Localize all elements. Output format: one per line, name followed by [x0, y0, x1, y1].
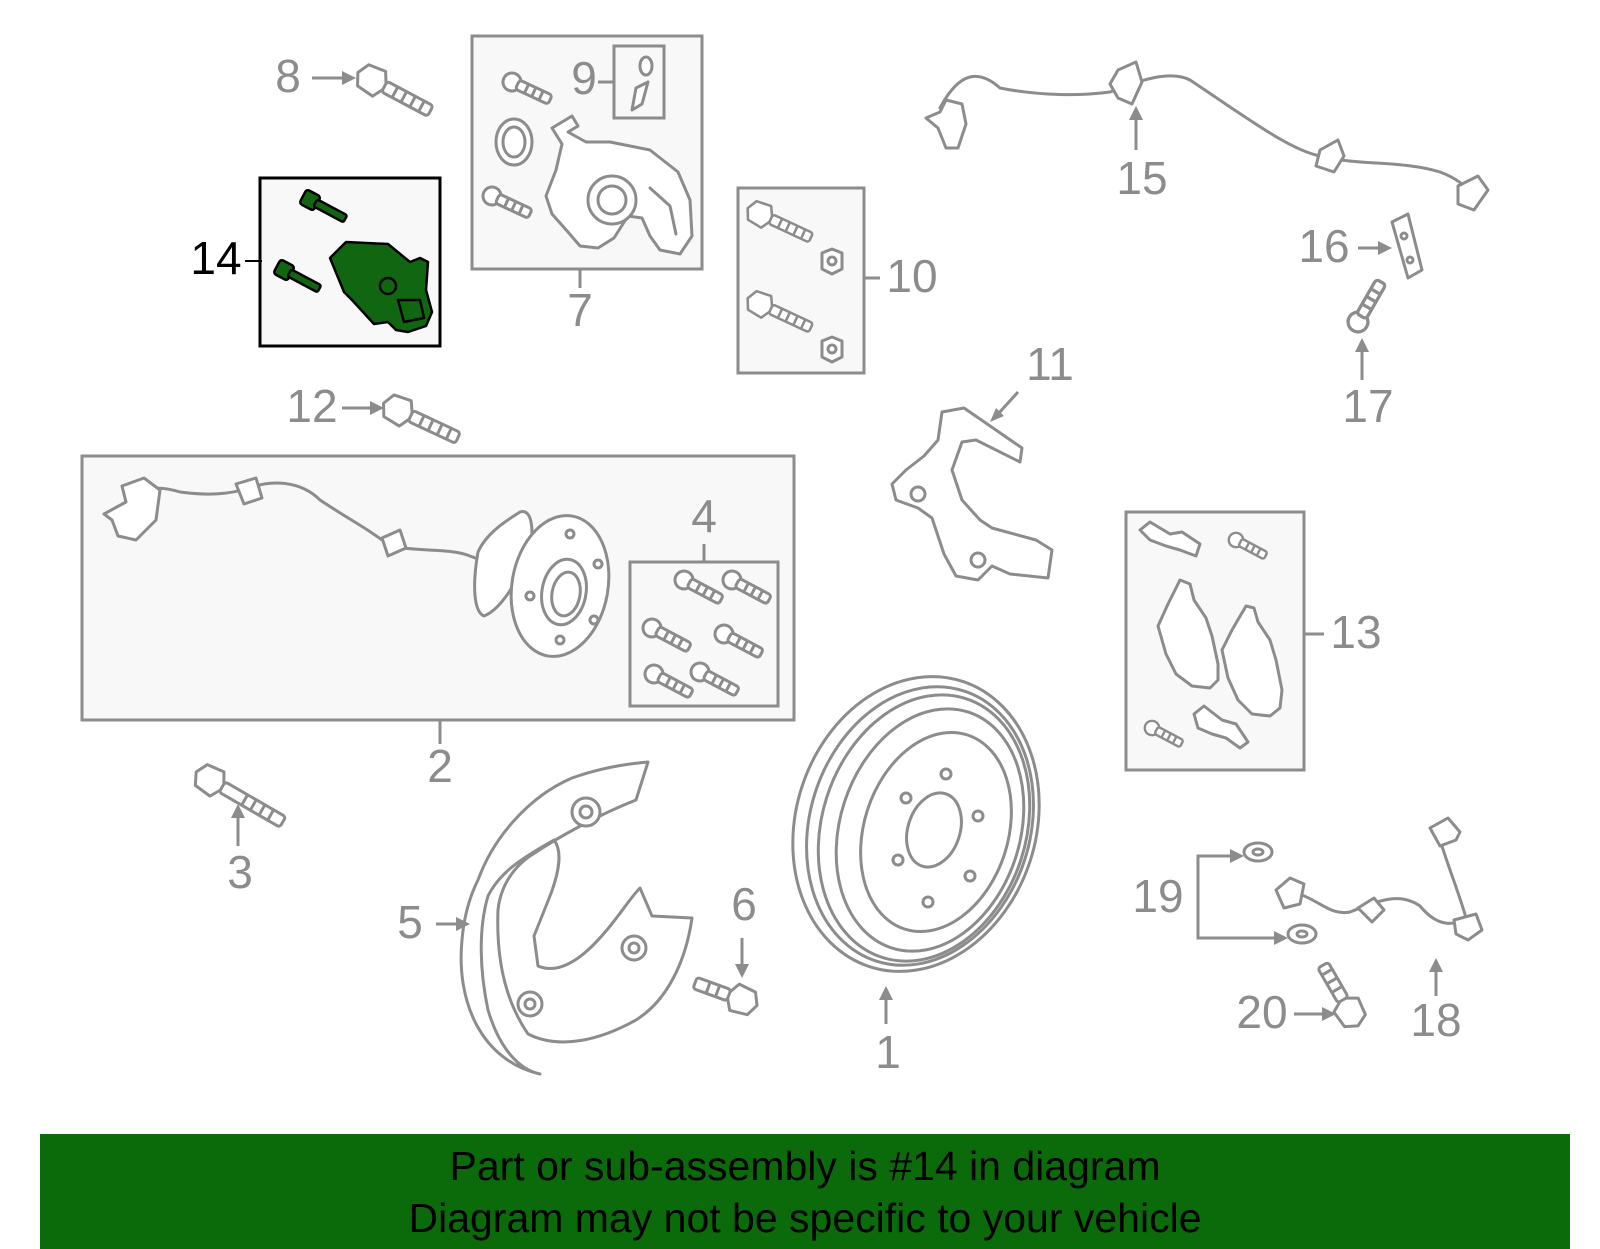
part-19-grommets [1196, 841, 1318, 945]
part-11-caliper-bracket [890, 390, 1054, 582]
banner-line-2: Diagram may not be specific to your vehi… [408, 1195, 1202, 1241]
callout-13: 13 [1330, 606, 1381, 658]
part-5-dust-shield [436, 760, 694, 1076]
callout-15: 15 [1116, 152, 1167, 204]
callout-4: 4 [691, 490, 717, 542]
callout-14: 14 [190, 232, 241, 284]
callout-20: 20 [1236, 986, 1287, 1038]
callout-7: 7 [567, 284, 593, 336]
part-17-bolt [1342, 275, 1392, 380]
callout-6: 6 [731, 878, 757, 930]
part-13-brake-pads [1138, 520, 1284, 752]
callout-9: 9 [571, 52, 597, 104]
callout-19: 19 [1132, 870, 1183, 922]
part-3-bolt [193, 763, 287, 846]
part-12-bolt [342, 389, 466, 453]
part-2-hub-assembly [102, 476, 611, 658]
part-7-caliper [478, 68, 694, 256]
callout-12: 12 [286, 380, 337, 432]
callout-5: 5 [397, 896, 423, 948]
part-6-bolt [692, 938, 759, 1017]
callout-18: 18 [1410, 994, 1461, 1046]
part-14-caliper-assembly [272, 188, 434, 334]
callout-16: 16 [1298, 220, 1349, 272]
part-15-sensor-harness [924, 60, 1490, 212]
part-16-bracket [1358, 212, 1424, 280]
part-8-bolt [312, 58, 439, 125]
callout-10: 10 [886, 250, 937, 302]
part-9-bleeder [630, 55, 654, 112]
part-1-brake-rotor [791, 675, 1041, 1024]
callout-11: 11 [1026, 338, 1074, 390]
diagram-notice-banner: Part or sub-assembly is #14 in diagram D… [40, 1134, 1570, 1249]
part-18-sensor-harness [1274, 816, 1484, 996]
callout-8: 8 [275, 50, 301, 102]
callout-2: 2 [427, 740, 453, 792]
callout-1: 1 [875, 1026, 901, 1078]
banner-line-1: Part or sub-assembly is #14 in diagram [449, 1143, 1161, 1189]
callout-17: 17 [1342, 380, 1393, 432]
callout-3: 3 [227, 846, 253, 898]
part-20-bolt [1294, 961, 1367, 1029]
